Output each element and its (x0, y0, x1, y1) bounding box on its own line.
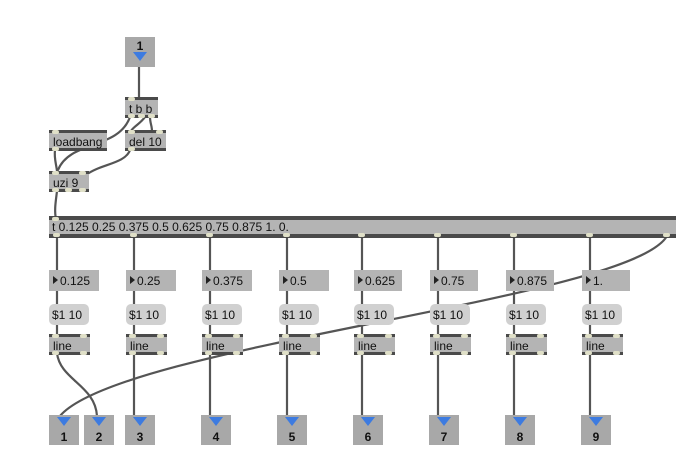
number-value: 0.5 (290, 274, 307, 288)
number-arrow-icon (283, 276, 288, 284)
outlet-3[interactable]: 3 (125, 415, 155, 445)
number-arrow-icon (434, 276, 439, 284)
loadbang-object[interactable]: loadbang (49, 130, 107, 151)
number-arrow-icon (130, 276, 135, 284)
number-value: 0.625 (365, 274, 396, 288)
number-box-6[interactable]: 0.75 (430, 270, 478, 291)
object-text: line (283, 339, 302, 353)
message-box-3[interactable]: $1 10 (202, 304, 242, 325)
outlet-number: 5 (288, 430, 296, 444)
object-text: line (130, 339, 149, 353)
trigger-bang-object[interactable]: t b b (125, 97, 158, 118)
message-text: $1 10 (129, 308, 160, 322)
message-box-2[interactable]: $1 10 (126, 304, 166, 325)
outlet-arrow-icon (209, 417, 223, 426)
object-text: del 10 (129, 135, 162, 149)
number-box-7[interactable]: 0.875 (506, 270, 554, 291)
outlet-number: 8 (516, 430, 524, 444)
number-value: 0.375 (213, 274, 244, 288)
object-text: uzi 9 (53, 176, 79, 190)
inlet-arrow-icon (133, 52, 147, 61)
line-object-4[interactable]: line (279, 334, 320, 355)
line-object-2[interactable]: line (126, 334, 167, 355)
outlet-7[interactable]: 7 (429, 415, 459, 445)
uzi-object[interactable]: uzi 9 (49, 171, 89, 192)
number-value: 0.875 (517, 274, 548, 288)
object-text: t 0.125 0.25 0.375 0.5 0.625 0.75 0.875 … (52, 220, 289, 234)
number-value: 0.125 (60, 274, 91, 288)
message-box-8[interactable]: $1 10 (582, 304, 622, 325)
outlet-4[interactable]: 4 (201, 415, 231, 445)
number-value: 1. (593, 274, 604, 288)
object-text: line (510, 339, 529, 353)
number-box-2[interactable]: 0.25 (126, 270, 176, 291)
outlet-arrow-icon (513, 417, 527, 426)
number-value: 0.75 (441, 274, 465, 288)
number-arrow-icon (586, 276, 591, 284)
object-text: line (53, 339, 72, 353)
message-text: $1 10 (52, 308, 83, 322)
outlet-arrow-icon (589, 417, 603, 426)
object-text: line (206, 339, 225, 353)
outlet-arrow-icon (361, 417, 375, 426)
object-text: loadbang (53, 135, 103, 149)
outlet-1[interactable]: 1 (49, 415, 79, 445)
line-object-5[interactable]: line (354, 334, 395, 355)
number-box-5[interactable]: 0.625 (354, 270, 402, 291)
number-arrow-icon (206, 276, 211, 284)
line-object-3[interactable]: line (202, 334, 243, 355)
outlet-number: 3 (136, 430, 144, 444)
message-text: $1 10 (357, 308, 388, 322)
line-object-6[interactable]: line (430, 334, 471, 355)
outlet-2[interactable]: 2 (84, 415, 114, 445)
outlet-5[interactable]: 5 (277, 415, 307, 445)
message-box-4[interactable]: $1 10 (279, 304, 319, 325)
object-text: t b b (129, 102, 153, 116)
outlet-arrow-icon (133, 417, 147, 426)
message-text: $1 10 (585, 308, 616, 322)
number-value: 0.25 (137, 274, 161, 288)
outlet-arrow-icon (437, 417, 451, 426)
outlet-8[interactable]: 8 (505, 415, 535, 445)
message-box-5[interactable]: $1 10 (354, 304, 394, 325)
message-box-6[interactable]: $1 10 (430, 304, 470, 325)
object-text: line (434, 339, 453, 353)
number-box-8[interactable]: 1. (582, 270, 630, 291)
message-text: $1 10 (433, 308, 464, 322)
outlet-9[interactable]: 9 (581, 415, 611, 445)
outlet-number: 9 (592, 430, 600, 444)
outlet-arrow-icon (57, 417, 71, 426)
number-arrow-icon (510, 276, 515, 284)
number-arrow-icon (358, 276, 363, 284)
message-box-1[interactable]: $1 10 (49, 304, 89, 325)
inlet-1[interactable]: 1 (125, 37, 155, 67)
line-object-1[interactable]: line (49, 334, 90, 355)
outlet-number: 6 (364, 430, 372, 444)
outlet-number: 1 (60, 430, 68, 444)
number-box-1[interactable]: 0.125 (49, 270, 99, 291)
outlet-number: 2 (95, 430, 103, 444)
delay-object[interactable]: del 10 (125, 130, 166, 151)
outlet-number: 7 (440, 430, 448, 444)
number-box-3[interactable]: 0.375 (202, 270, 252, 291)
message-text: $1 10 (509, 308, 540, 322)
object-text: line (358, 339, 377, 353)
number-box-4[interactable]: 0.5 (279, 270, 329, 291)
inlet-number: 1 (136, 39, 144, 53)
outlet-6[interactable]: 6 (353, 415, 383, 445)
number-arrow-icon (53, 276, 58, 284)
object-text: line (586, 339, 605, 353)
message-text: $1 10 (282, 308, 313, 322)
message-text: $1 10 (205, 308, 236, 322)
line-object-7[interactable]: line (506, 334, 547, 355)
outlet-arrow-icon (92, 417, 106, 426)
trigger-main-object[interactable]: t 0.125 0.25 0.375 0.5 0.625 0.75 0.875 … (49, 216, 676, 238)
message-box-7[interactable]: $1 10 (506, 304, 546, 325)
outlet-number: 4 (212, 430, 220, 444)
line-object-8[interactable]: line (582, 334, 623, 355)
outlet-arrow-icon (285, 417, 299, 426)
